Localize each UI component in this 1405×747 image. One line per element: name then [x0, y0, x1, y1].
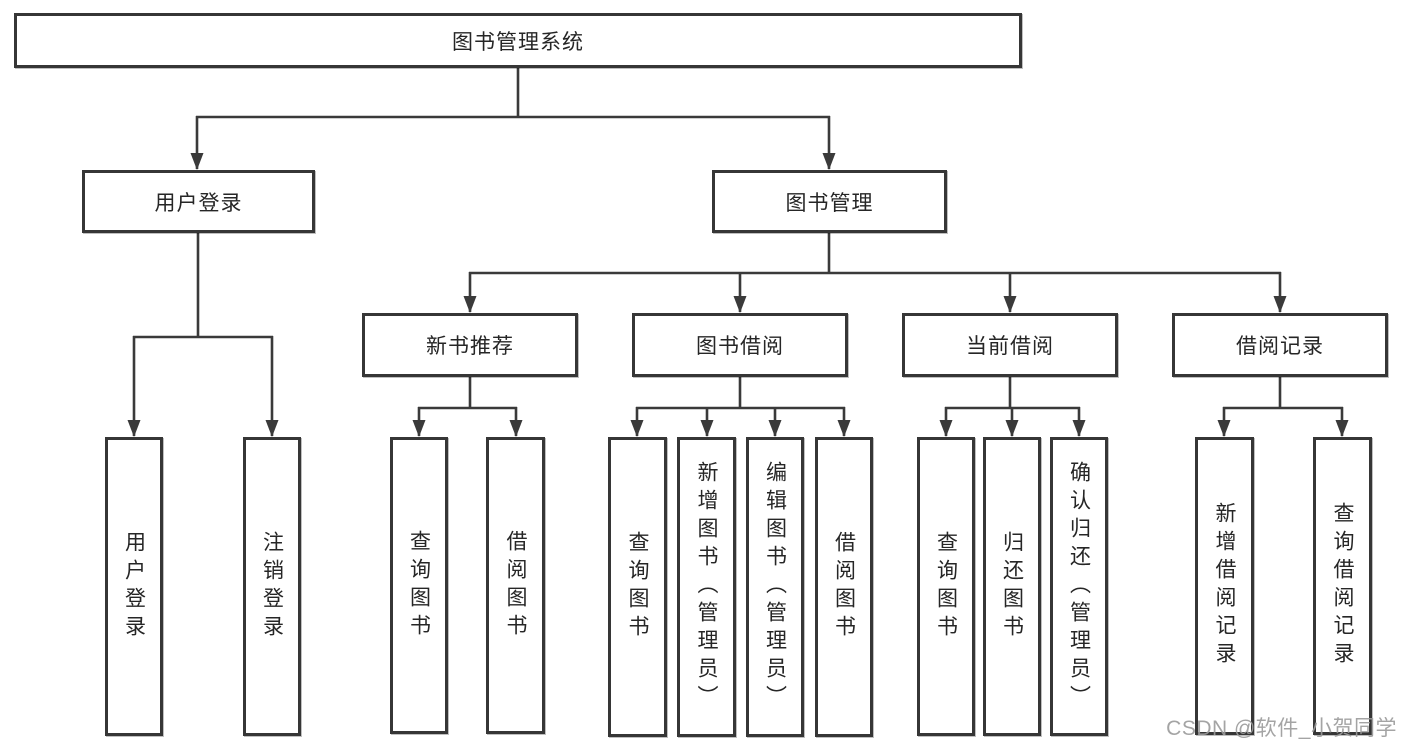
leaf-logout: 注销登录: [243, 437, 301, 736]
leaf-add-borrow-record-label: 新增借阅记录: [1213, 502, 1236, 670]
leaf-add-book-admin-label: 新增图书（管理员）: [695, 461, 718, 713]
leaf-borrow-books-recommend-label: 借阅图书: [504, 529, 527, 642]
leaf-return-books: 归还图书: [983, 437, 1041, 736]
leaf-query-books-recommend: 查询图书: [390, 437, 448, 734]
leaf-query-books-borrow: 查询图书: [608, 437, 667, 737]
node-current-borrow: 当前借阅: [902, 313, 1118, 377]
leaf-query-books-borrow-label: 查询图书: [626, 531, 649, 643]
leaf-borrow-books-label: 借阅图书: [832, 531, 856, 643]
leaf-confirm-return-admin: 确认归还（管理员）: [1050, 437, 1108, 736]
leaf-query-borrow-record-label: 查询借阅记录: [1331, 502, 1354, 670]
leaf-edit-book-admin-label: 编辑图书（管理员）: [763, 461, 787, 713]
leaf-query-books-current-label: 查询图书: [934, 530, 958, 643]
node-root-library-system: 图书管理系统: [14, 13, 1022, 68]
leaf-edit-book-admin: 编辑图书（管理员）: [746, 437, 804, 737]
node-new-book-recommend: 新书推荐: [362, 313, 578, 377]
leaf-query-books-current: 查询图书: [917, 437, 975, 736]
leaf-user-login: 用户登录: [105, 437, 163, 736]
leaf-user-login-label: 用户登录: [122, 530, 146, 643]
leaf-query-books-recommend-label: 查询图书: [407, 529, 431, 642]
leaf-borrow-books-recommend: 借阅图书: [486, 437, 545, 734]
node-book-borrow: 图书借阅: [632, 313, 848, 377]
node-user-login: 用户登录: [82, 170, 315, 233]
leaf-query-borrow-record: 查询借阅记录: [1313, 437, 1372, 735]
node-borrow-records: 借阅记录: [1172, 313, 1388, 377]
leaf-borrow-books: 借阅图书: [815, 437, 873, 737]
leaf-logout-label: 注销登录: [260, 530, 284, 643]
csdn-watermark: CSDN @软件_小贺同学: [1166, 717, 1397, 740]
leaf-add-book-admin: 新增图书（管理员）: [677, 437, 736, 737]
leaf-add-borrow-record: 新增借阅记录: [1195, 437, 1254, 735]
leaf-return-books-label: 归还图书: [1000, 530, 1024, 643]
leaf-confirm-return-admin-label: 确认归还（管理员）: [1067, 460, 1091, 713]
node-book-management: 图书管理: [712, 170, 947, 233]
